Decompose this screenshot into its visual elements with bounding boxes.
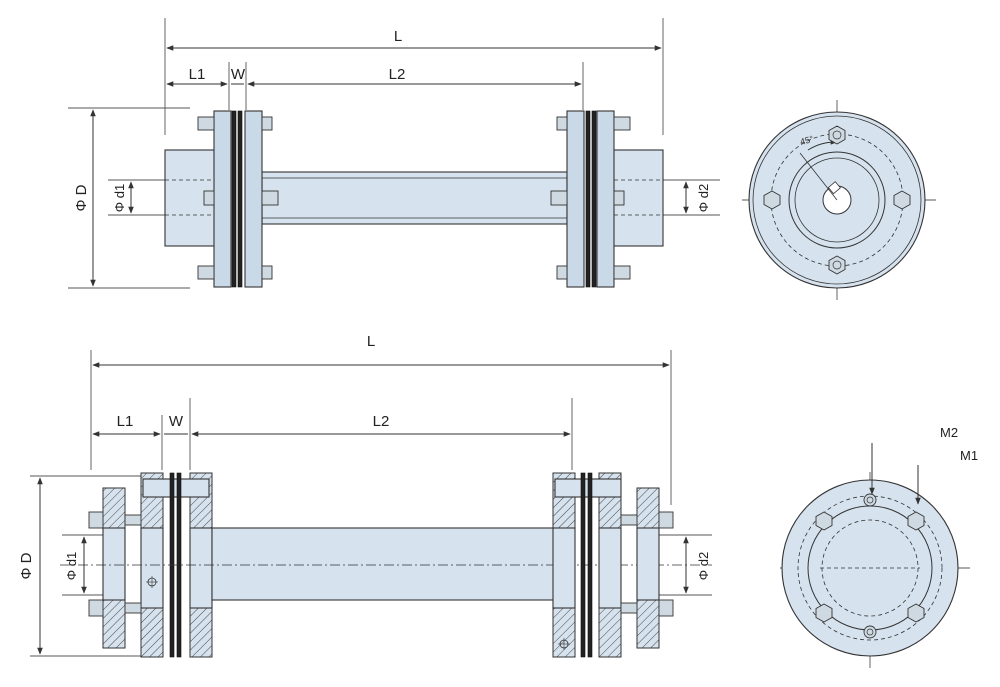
top-dim-L1: L1 xyxy=(189,66,206,83)
bottom-dim-L2: L2 xyxy=(373,413,390,430)
top-dim-L: L xyxy=(394,28,402,45)
bottom-dim-d2: Φ d2 xyxy=(696,552,711,580)
top-dim-D: Φ D xyxy=(73,184,90,211)
top-dim-W: W xyxy=(231,66,246,83)
bottom-dim-W: W xyxy=(169,413,184,430)
bottom-dim-L: L xyxy=(367,333,375,350)
top-end-view: 45° xyxy=(742,100,936,300)
bottom-side-view: L L1 W L2 Φ D Φ d1 Φ d2 xyxy=(18,333,712,658)
top-dim-d2: Φ d2 xyxy=(696,184,711,212)
top-side-view: L L1 W L2 Φ D Φ d1 Φ d2 xyxy=(68,18,720,289)
top-angle-label: 45° xyxy=(799,134,815,147)
label-M1: M1 xyxy=(960,448,978,463)
bottom-dim-D: Φ D xyxy=(18,552,35,579)
label-M2: M2 xyxy=(940,425,958,440)
bottom-dim-L1: L1 xyxy=(117,413,134,430)
top-dim-L2: L2 xyxy=(389,66,406,83)
top-dim-d1: Φ d1 xyxy=(112,184,127,212)
bottom-end-view: M2 M1 xyxy=(780,425,978,668)
bottom-dim-d1: Φ d1 xyxy=(64,552,79,580)
